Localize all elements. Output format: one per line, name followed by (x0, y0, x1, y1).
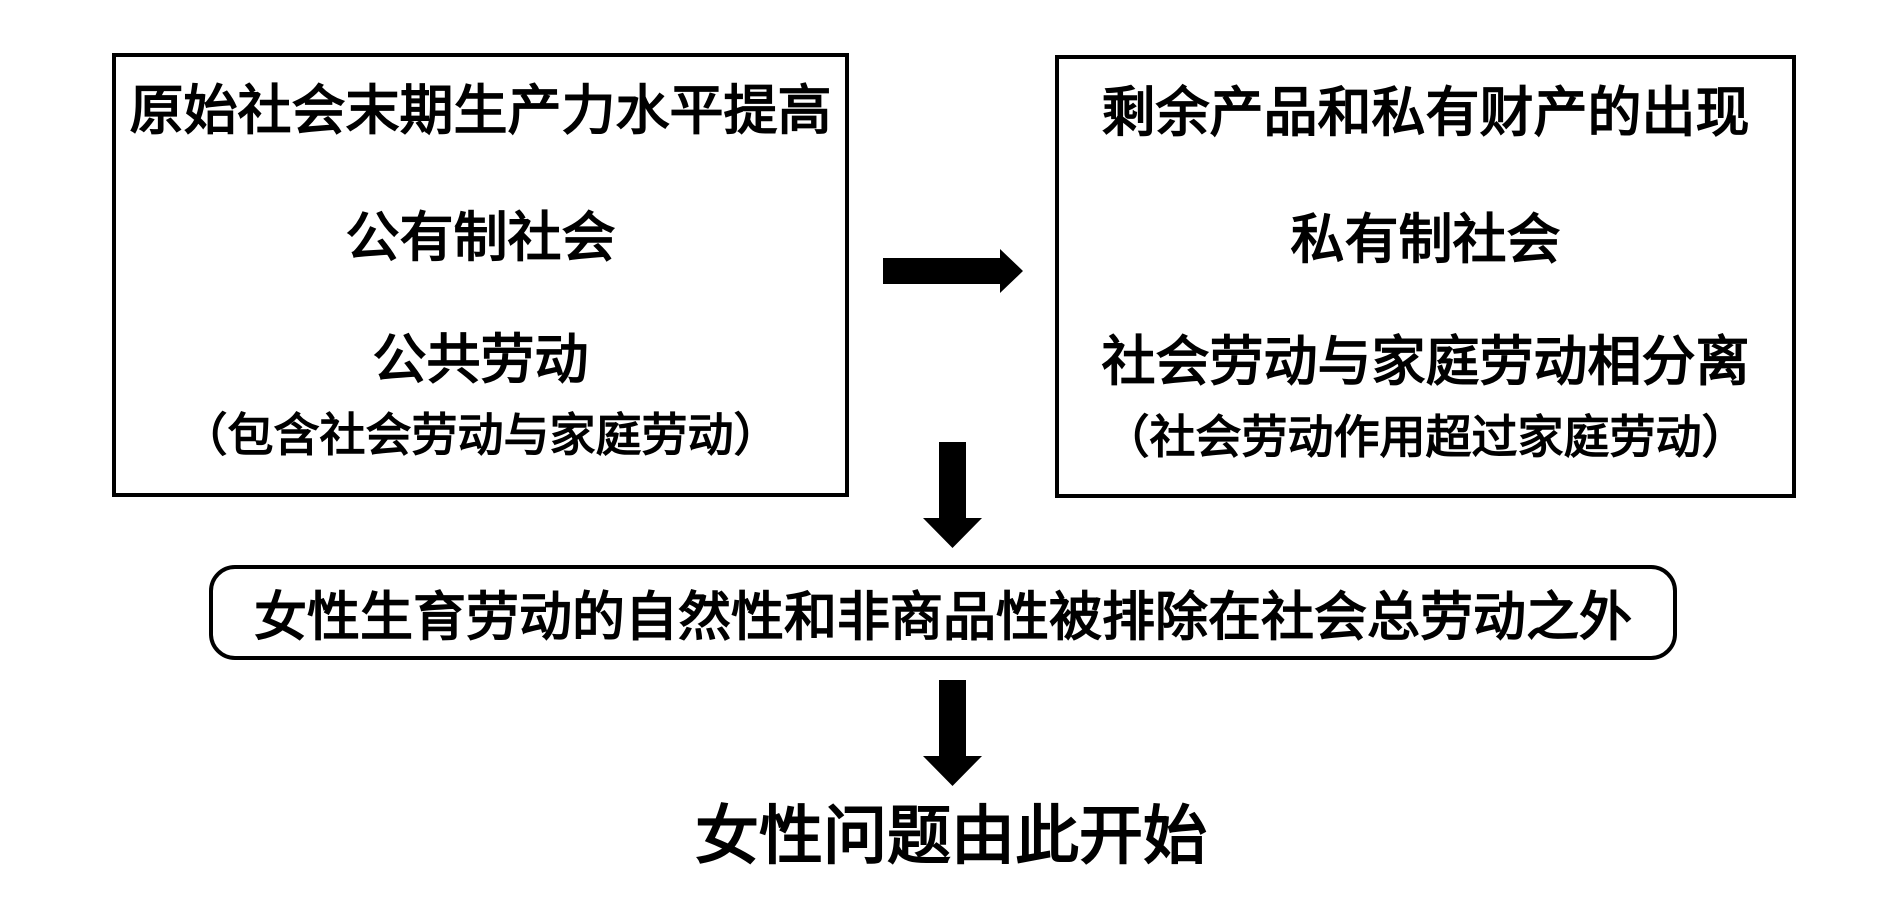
left-box-line-4: （包含社会劳动与家庭劳动） (181, 409, 780, 461)
conclusion-text: 女性问题由此开始 (695, 800, 1207, 872)
arrow-down-icon (923, 442, 982, 548)
right-box-line-2: 私有制社会 (1290, 210, 1561, 270)
arrow-right-icon (883, 249, 1023, 293)
exclusion-box: 女性生育劳动的自然性和非商品性被排除在社会总劳动之外 (209, 565, 1677, 660)
right-box: 剩余产品和私有财产的出现 私有制社会 社会劳动与家庭劳动相分离 （社会劳动作用超… (1055, 55, 1796, 498)
left-box: 原始社会末期生产力水平提高 公有制社会 公共劳动 （包含社会劳动与家庭劳动） (112, 53, 849, 497)
right-box-line-3: 社会劳动与家庭劳动相分离 (1101, 332, 1750, 392)
left-box-line-2: 公有制社会 (345, 208, 616, 268)
right-box-line-1: 剩余产品和私有财产的出现 (1101, 83, 1750, 143)
right-box-line-4: （社会劳动作用超过家庭劳动） (1103, 411, 1748, 463)
arrow-down-icon (923, 680, 982, 786)
exclusion-box-text: 女性生育劳动的自然性和非商品性被排除在社会总劳动之外 (254, 587, 1632, 647)
left-box-line-3: 公共劳动 (372, 330, 589, 390)
left-box-line-1: 原始社会末期生产力水平提高 (129, 81, 832, 141)
